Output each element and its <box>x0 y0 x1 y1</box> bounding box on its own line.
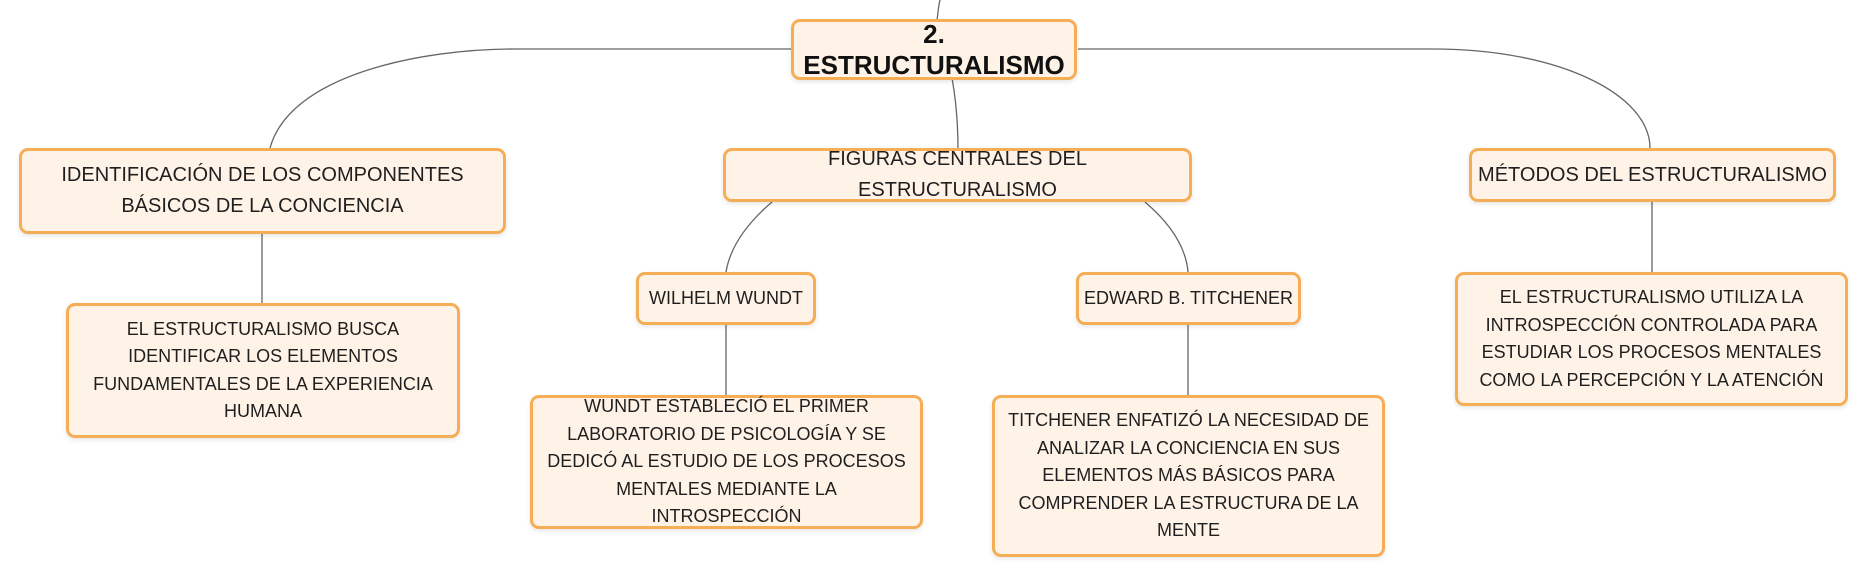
subtopic-wundt-label: WILHELM WUNDT <box>649 288 803 308</box>
connector-root-metodos <box>1078 48 1651 149</box>
connector-figuras-titchener <box>1144 201 1189 273</box>
subtopic-wundt-node[interactable]: WILHELM WUNDT <box>636 272 816 325</box>
topic-metodos-node[interactable]: MÉTODOS DEL ESTRUCTURALISMO <box>1469 148 1836 202</box>
subtopic-titchener-label: EDWARD B. TITCHENER <box>1083 288 1293 308</box>
topic-figuras-node[interactable]: FIGURAS CENTRALES DEL ESTRUCTURALISMO <box>723 148 1192 202</box>
topic-metodos-label: MÉTODOS DEL ESTRUCTURALISMO <box>1478 163 1827 186</box>
root-topic-node[interactable]: 2. ESTRUCTURALISMO <box>791 19 1077 80</box>
connector-parent-root <box>936 0 941 21</box>
detail-identificacion-node[interactable]: EL ESTRUCTURALISMO BUSCA IDENTIFICAR LOS… <box>66 303 460 438</box>
detail-identificacion-text: EL ESTRUCTURALISMO BUSCA IDENTIFICAR LOS… <box>93 318 433 422</box>
detail-metodos-node[interactable]: EL ESTRUCTURALISMO UTILIZA LA INTROSPECC… <box>1455 272 1848 406</box>
detail-wundt-node[interactable]: WUNDT ESTABLECIÓ EL PRIMER LABORATORIO D… <box>530 395 923 529</box>
detail-metodos-text: EL ESTRUCTURALISMO UTILIZA LA INTROSPECC… <box>1479 287 1824 390</box>
detail-titchener-text: TITCHENER ENFATIZÓ LA NECESIDAD DE ANALI… <box>1008 410 1369 541</box>
detail-titchener-node[interactable]: TITCHENER ENFATIZÓ LA NECESIDAD DE ANALI… <box>992 395 1385 557</box>
detail-wundt-text: WUNDT ESTABLECIÓ EL PRIMER LABORATORIO D… <box>547 396 906 527</box>
subtopic-titchener-node[interactable]: EDWARD B. TITCHENER <box>1076 272 1301 325</box>
topic-figuras-label: FIGURAS CENTRALES DEL ESTRUCTURALISMO <box>828 148 1087 201</box>
topic-identificacion-label: IDENTIFICACIÓN DE LOS COMPONENTES BÁSICO… <box>61 164 464 217</box>
connector-figuras-wundt <box>725 201 773 273</box>
topic-identificacion-node[interactable]: IDENTIFICACIÓN DE LOS COMPONENTES BÁSICO… <box>19 148 506 234</box>
connector-root-identificacion <box>269 48 795 149</box>
connector-root-figuras <box>951 77 959 151</box>
root-topic-label: 2. ESTRUCTURALISMO <box>803 18 1065 80</box>
